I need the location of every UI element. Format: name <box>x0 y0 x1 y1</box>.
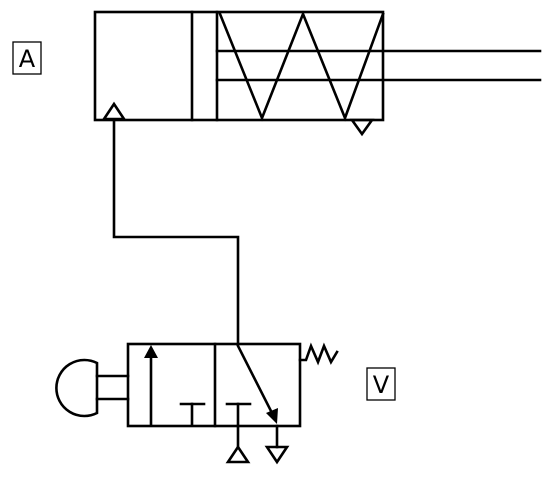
return-spring <box>218 10 385 122</box>
cylinder <box>93 10 542 137</box>
exhaust-icon <box>264 445 290 465</box>
air-supply-line <box>112 119 240 346</box>
control-valve <box>55 342 339 465</box>
valve-return-spring <box>298 342 339 366</box>
pressure-source-icon <box>225 444 251 464</box>
cylinder-label-text: A <box>19 45 36 73</box>
cylinder-body <box>93 10 385 122</box>
cylinder-label: A <box>12 41 42 75</box>
push-button-icon <box>55 358 99 418</box>
valve-label-text: V <box>373 371 390 399</box>
right-flow-arrowhead <box>266 408 278 424</box>
cylinder-inlet-port <box>101 101 127 121</box>
valve-label: V <box>366 367 396 401</box>
cylinder-label-box <box>12 41 42 75</box>
valve-label-box <box>366 367 396 401</box>
cylinder-exhaust-port <box>349 118 375 137</box>
right-flow-line <box>236 344 273 413</box>
left-flow-arrowhead <box>144 345 158 358</box>
